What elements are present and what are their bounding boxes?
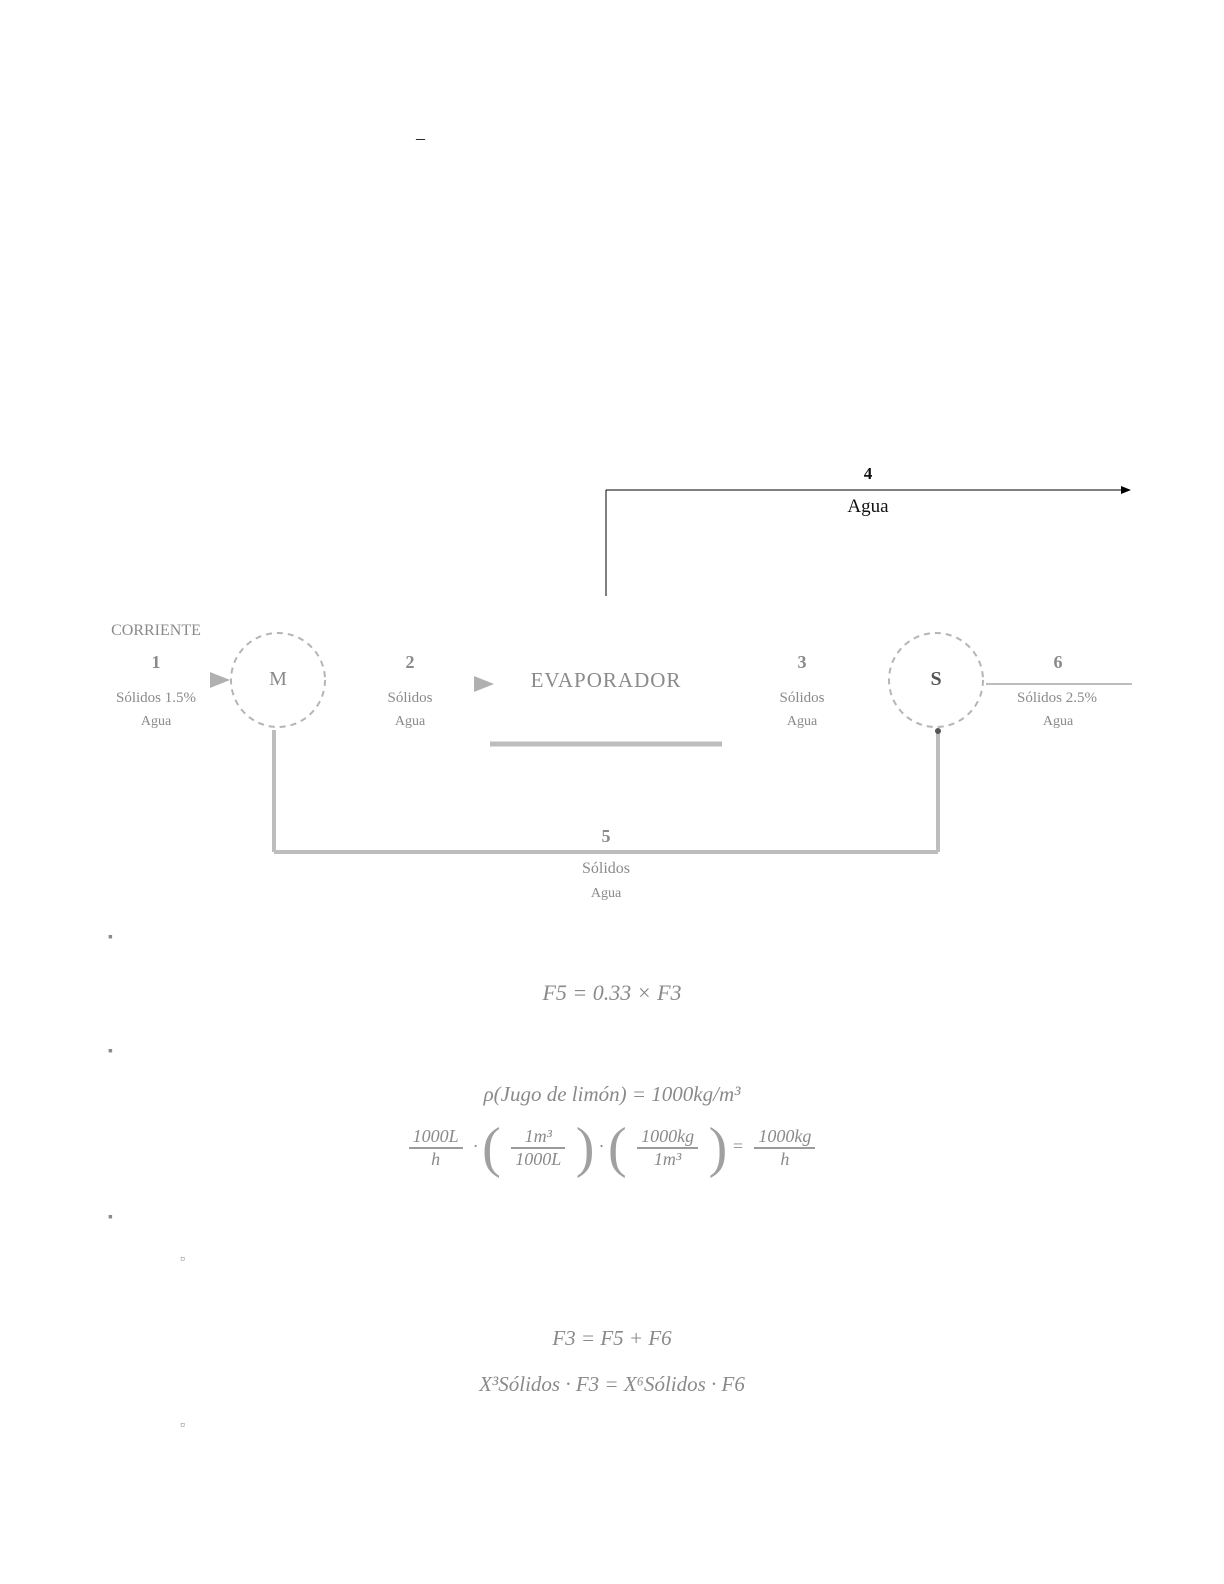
stream-3-line1: Sólidos (779, 690, 825, 706)
stream-1-line2: Agua (140, 714, 172, 729)
stream-2-number: 2 (405, 652, 415, 672)
evaporator-label: EVAPORADOR (530, 668, 682, 692)
stream-6-line2: Agua (1042, 714, 1074, 729)
equation-conversion: 1000L h · ( 1m³ 1000L ) · ( 1000kg 1m³ )… (0, 1120, 1224, 1176)
bullet-3: ▪ (108, 1210, 113, 1225)
stream-5-line1: Sólidos (581, 860, 630, 877)
bullet-1: ▪ (108, 930, 113, 945)
stream-6-line1: Sólidos 2.5% (1016, 690, 1097, 706)
equation-solids-balance: X³Sólidos · F3 = X⁶Sólidos · F6 (479, 1372, 745, 1396)
bullet-2: ▪ (108, 1044, 113, 1059)
stream-6-number: 6 (1053, 652, 1063, 672)
header-dash: – (416, 128, 425, 148)
bullet-5: ▫ (180, 1418, 185, 1433)
fraction-volume: 1m³ 1000L (511, 1126, 566, 1170)
stream-5-recycle-line (272, 728, 941, 854)
stream-2-line2: Agua (394, 714, 426, 729)
stream-3-number: 3 (797, 652, 807, 672)
stream-5-number: 5 (601, 826, 611, 846)
stream-3-line2: Agua (786, 714, 818, 729)
equation-mass-balance: F3 = F5 + F6 (552, 1326, 672, 1350)
stream-5-line2: Agua (590, 886, 622, 901)
stream-1-line1: Sólidos 1.5% (115, 690, 196, 706)
equation-f5: F5 = 0.33 × F3 (542, 980, 682, 1005)
stream-2-line1: Sólidos (387, 690, 433, 706)
splitter-label: S (930, 668, 942, 690)
mixer-circle (230, 632, 326, 728)
stream-4-label: Agua (847, 496, 889, 517)
bullet-4: ▫ (180, 1252, 185, 1267)
stream-4-number: 4 (863, 464, 873, 483)
splitter-circle (888, 632, 984, 728)
fraction-mass: 1000kg 1m³ (637, 1126, 699, 1170)
equation-density: ρ(Jugo de limón) = 1000kg/m³ (483, 1082, 741, 1106)
fraction-flow: 1000L h (408, 1126, 463, 1170)
stream-1-number: 1 (151, 652, 161, 672)
mixer-label: M (269, 668, 287, 690)
stream-4-line (605, 486, 1131, 596)
fraction-result: 1000kg h (754, 1126, 816, 1170)
stream-1-top-label: CORRIENTE (111, 622, 201, 639)
